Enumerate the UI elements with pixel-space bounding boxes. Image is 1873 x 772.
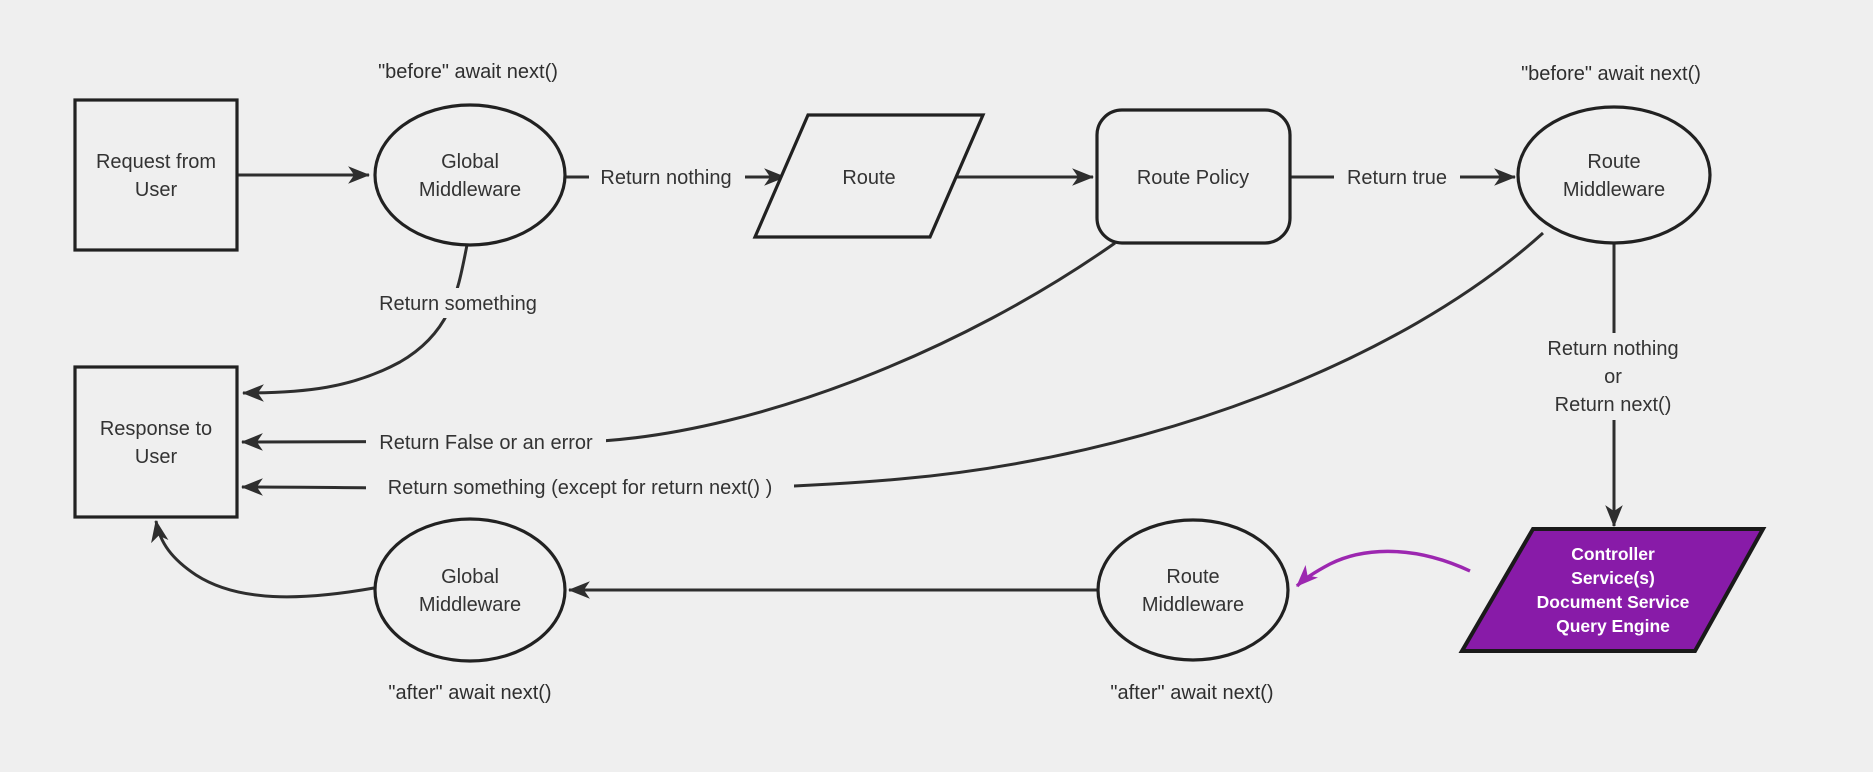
return-something-except-label-bg — [366, 472, 794, 502]
controller-services-parallelogram — [1458, 527, 1767, 653]
node-route-middleware-top: Route Middleware — [1516, 105, 1712, 245]
return-something-label-bg — [369, 288, 547, 318]
node-global-middleware-bottom: Global Middleware — [373, 517, 567, 663]
return-nothing-label: Return nothing — [600, 167, 731, 189]
node-controller-services: Controller Service(s) Document Service Q… — [1458, 527, 1767, 653]
return-false-label-bg — [366, 427, 606, 457]
route-label: Route — [842, 167, 895, 189]
global-middleware-top-label-line1: Global — [441, 151, 499, 173]
response-to-user-label-line2: User — [135, 446, 178, 468]
route-middleware-bottom-label-line1: Route — [1166, 566, 1219, 588]
route-middleware-top-ellipse — [1516, 105, 1712, 245]
node-global-middleware-top: Global Middleware — [373, 103, 567, 247]
global-middleware-bottom-label-line1: Global — [441, 566, 499, 588]
return-something-except-label: Return something (except for return next… — [388, 477, 773, 499]
after-await-left-annotation: "after" await next() — [388, 682, 551, 704]
controller-services-label-line4: Query Engine — [1556, 616, 1670, 636]
global-middleware-top-label-line2: Middleware — [419, 179, 521, 201]
edge-global-middleware-to-response — [241, 244, 469, 402]
return-nothing-label-bg — [589, 162, 745, 192]
node-response-to-user: Response to User — [73, 365, 239, 519]
edge-labels: Return nothing Return true Return someth… — [366, 162, 1688, 502]
route-middleware-bottom-label-line2: Middleware — [1142, 594, 1244, 616]
controller-services-label-line1: Controller — [1571, 544, 1655, 564]
request-from-user-box — [73, 98, 239, 252]
return-nothing-or-next-line1: Return nothing — [1547, 338, 1678, 360]
return-nothing-or-next-line2: or — [1604, 366, 1622, 388]
route-middleware-top-label-line1: Route — [1587, 151, 1640, 173]
global-middleware-top-ellipse — [373, 103, 567, 247]
return-true-label-bg — [1334, 162, 1460, 192]
route-policy-box — [1095, 108, 1292, 245]
edge-route-policy-to-response — [240, 241, 1116, 451]
controller-services-label-line2: Service(s) — [1571, 568, 1655, 588]
global-middleware-bottom-label-line2: Middleware — [419, 594, 521, 616]
before-await-left-annotation: "before" await next() — [378, 61, 558, 83]
return-nothing-or-next-label-bg — [1540, 333, 1688, 420]
annotations: "before" await next() "before" await nex… — [378, 61, 1701, 704]
route-middleware-bottom-ellipse — [1096, 518, 1290, 662]
node-route-middleware-bottom: Route Middleware — [1096, 518, 1290, 662]
response-to-user-box — [73, 365, 239, 519]
request-from-user-label-line2: User — [135, 179, 178, 201]
after-await-right-annotation: "after" await next() — [1110, 682, 1273, 704]
return-nothing-or-next-line3: Return next() — [1555, 394, 1672, 416]
route-middleware-top-label-line2: Middleware — [1563, 179, 1665, 201]
node-request-from-user: Request from User — [73, 98, 239, 252]
edge-global-middleware-bottom-to-response — [151, 519, 375, 599]
nodes: Request from User Global Middleware Rout… — [73, 98, 1767, 663]
request-from-user-label-line1: Request from — [96, 151, 216, 173]
response-to-user-label-line1: Response to — [100, 418, 212, 440]
return-something-label: Return something — [379, 293, 537, 315]
return-true-label: Return true — [1347, 167, 1447, 189]
return-false-label: Return False or an error — [379, 432, 593, 454]
edge-controller-to-route-middleware-bottom — [1295, 549, 1471, 588]
global-middleware-bottom-ellipse — [373, 517, 567, 663]
controller-services-label-line3: Document Service — [1537, 592, 1690, 612]
before-await-right-annotation: "before" await next() — [1521, 63, 1701, 85]
node-route: Route — [752, 113, 986, 239]
route-policy-label: Route Policy — [1137, 167, 1249, 189]
node-route-policy: Route Policy — [1095, 108, 1292, 245]
route-parallelogram — [752, 113, 986, 239]
